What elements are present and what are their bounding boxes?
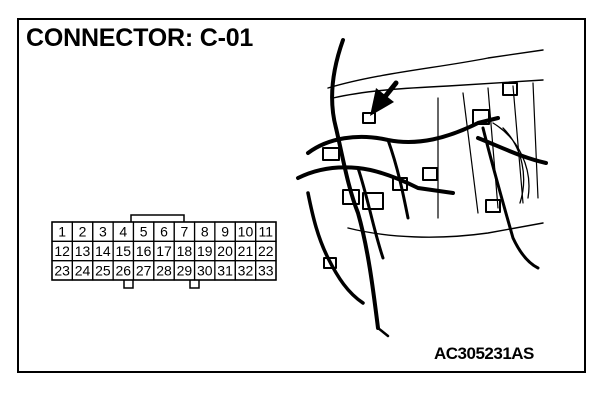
pin-number: 31	[217, 262, 233, 278]
pin-number: 7	[180, 224, 188, 240]
pin-number: 5	[140, 224, 148, 240]
pin-number: 25	[95, 262, 111, 278]
pin-number: 32	[238, 262, 254, 278]
pin-number: 22	[258, 243, 274, 259]
pin-number: 24	[75, 262, 91, 278]
pointer-arrow	[370, 80, 399, 116]
connector-housing	[485, 199, 501, 213]
connector-title: CONNECTOR: C-01	[26, 24, 254, 52]
pin-number: 17	[156, 243, 172, 259]
connector-housing	[392, 177, 408, 191]
pin-number: 21	[238, 243, 254, 259]
pin-number: 3	[99, 224, 107, 240]
pin-number: 6	[160, 224, 168, 240]
pin-number: 33	[258, 262, 274, 278]
pin-number: 27	[136, 262, 152, 278]
harness-bundle-main	[330, 38, 380, 330]
pin-number: 16	[136, 243, 152, 259]
pin-number: 26	[115, 262, 131, 278]
pin-number: 20	[217, 243, 233, 259]
harness-lead-bottom	[376, 326, 390, 338]
connector-key-right	[189, 280, 200, 289]
pin-number: 18	[177, 243, 193, 259]
harness-branch-mid	[356, 138, 410, 260]
pin-number: 10	[238, 224, 254, 240]
pin-number: 9	[221, 224, 229, 240]
pin-number: 13	[75, 243, 91, 259]
harness-branch-right	[481, 126, 540, 270]
diagram-frame	[17, 18, 586, 373]
pin-number: 14	[95, 243, 111, 259]
pin-cell	[255, 260, 277, 281]
pin-number: 2	[79, 224, 87, 240]
pin-number: 19	[197, 243, 213, 259]
pin-number: 30	[197, 262, 213, 278]
connector-housing	[342, 189, 360, 205]
connector-housing	[323, 257, 337, 269]
pin-number: 4	[119, 224, 127, 240]
connector-housing	[502, 82, 518, 96]
pin-number: 1	[58, 224, 66, 240]
pin-number: 29	[177, 262, 193, 278]
dashboard-outline	[327, 49, 544, 238]
connector-latch	[130, 214, 185, 222]
pin-number: 23	[54, 262, 70, 278]
connector-housing	[322, 147, 340, 161]
connector-housing	[362, 192, 384, 210]
pin-number: 8	[201, 224, 209, 240]
pin-number: 28	[156, 262, 172, 278]
harness-illustration	[296, 38, 548, 338]
pin-number: 15	[115, 243, 131, 259]
pin-number: 12	[54, 243, 70, 259]
connector-housing	[472, 109, 490, 125]
dashboard-frame	[437, 82, 539, 219]
connector-key-left	[123, 280, 134, 289]
connector-housing	[422, 167, 438, 181]
connector-housing	[362, 112, 376, 124]
pin-number: 11	[259, 224, 274, 240]
reference-code: AC305231AS	[434, 344, 534, 363]
